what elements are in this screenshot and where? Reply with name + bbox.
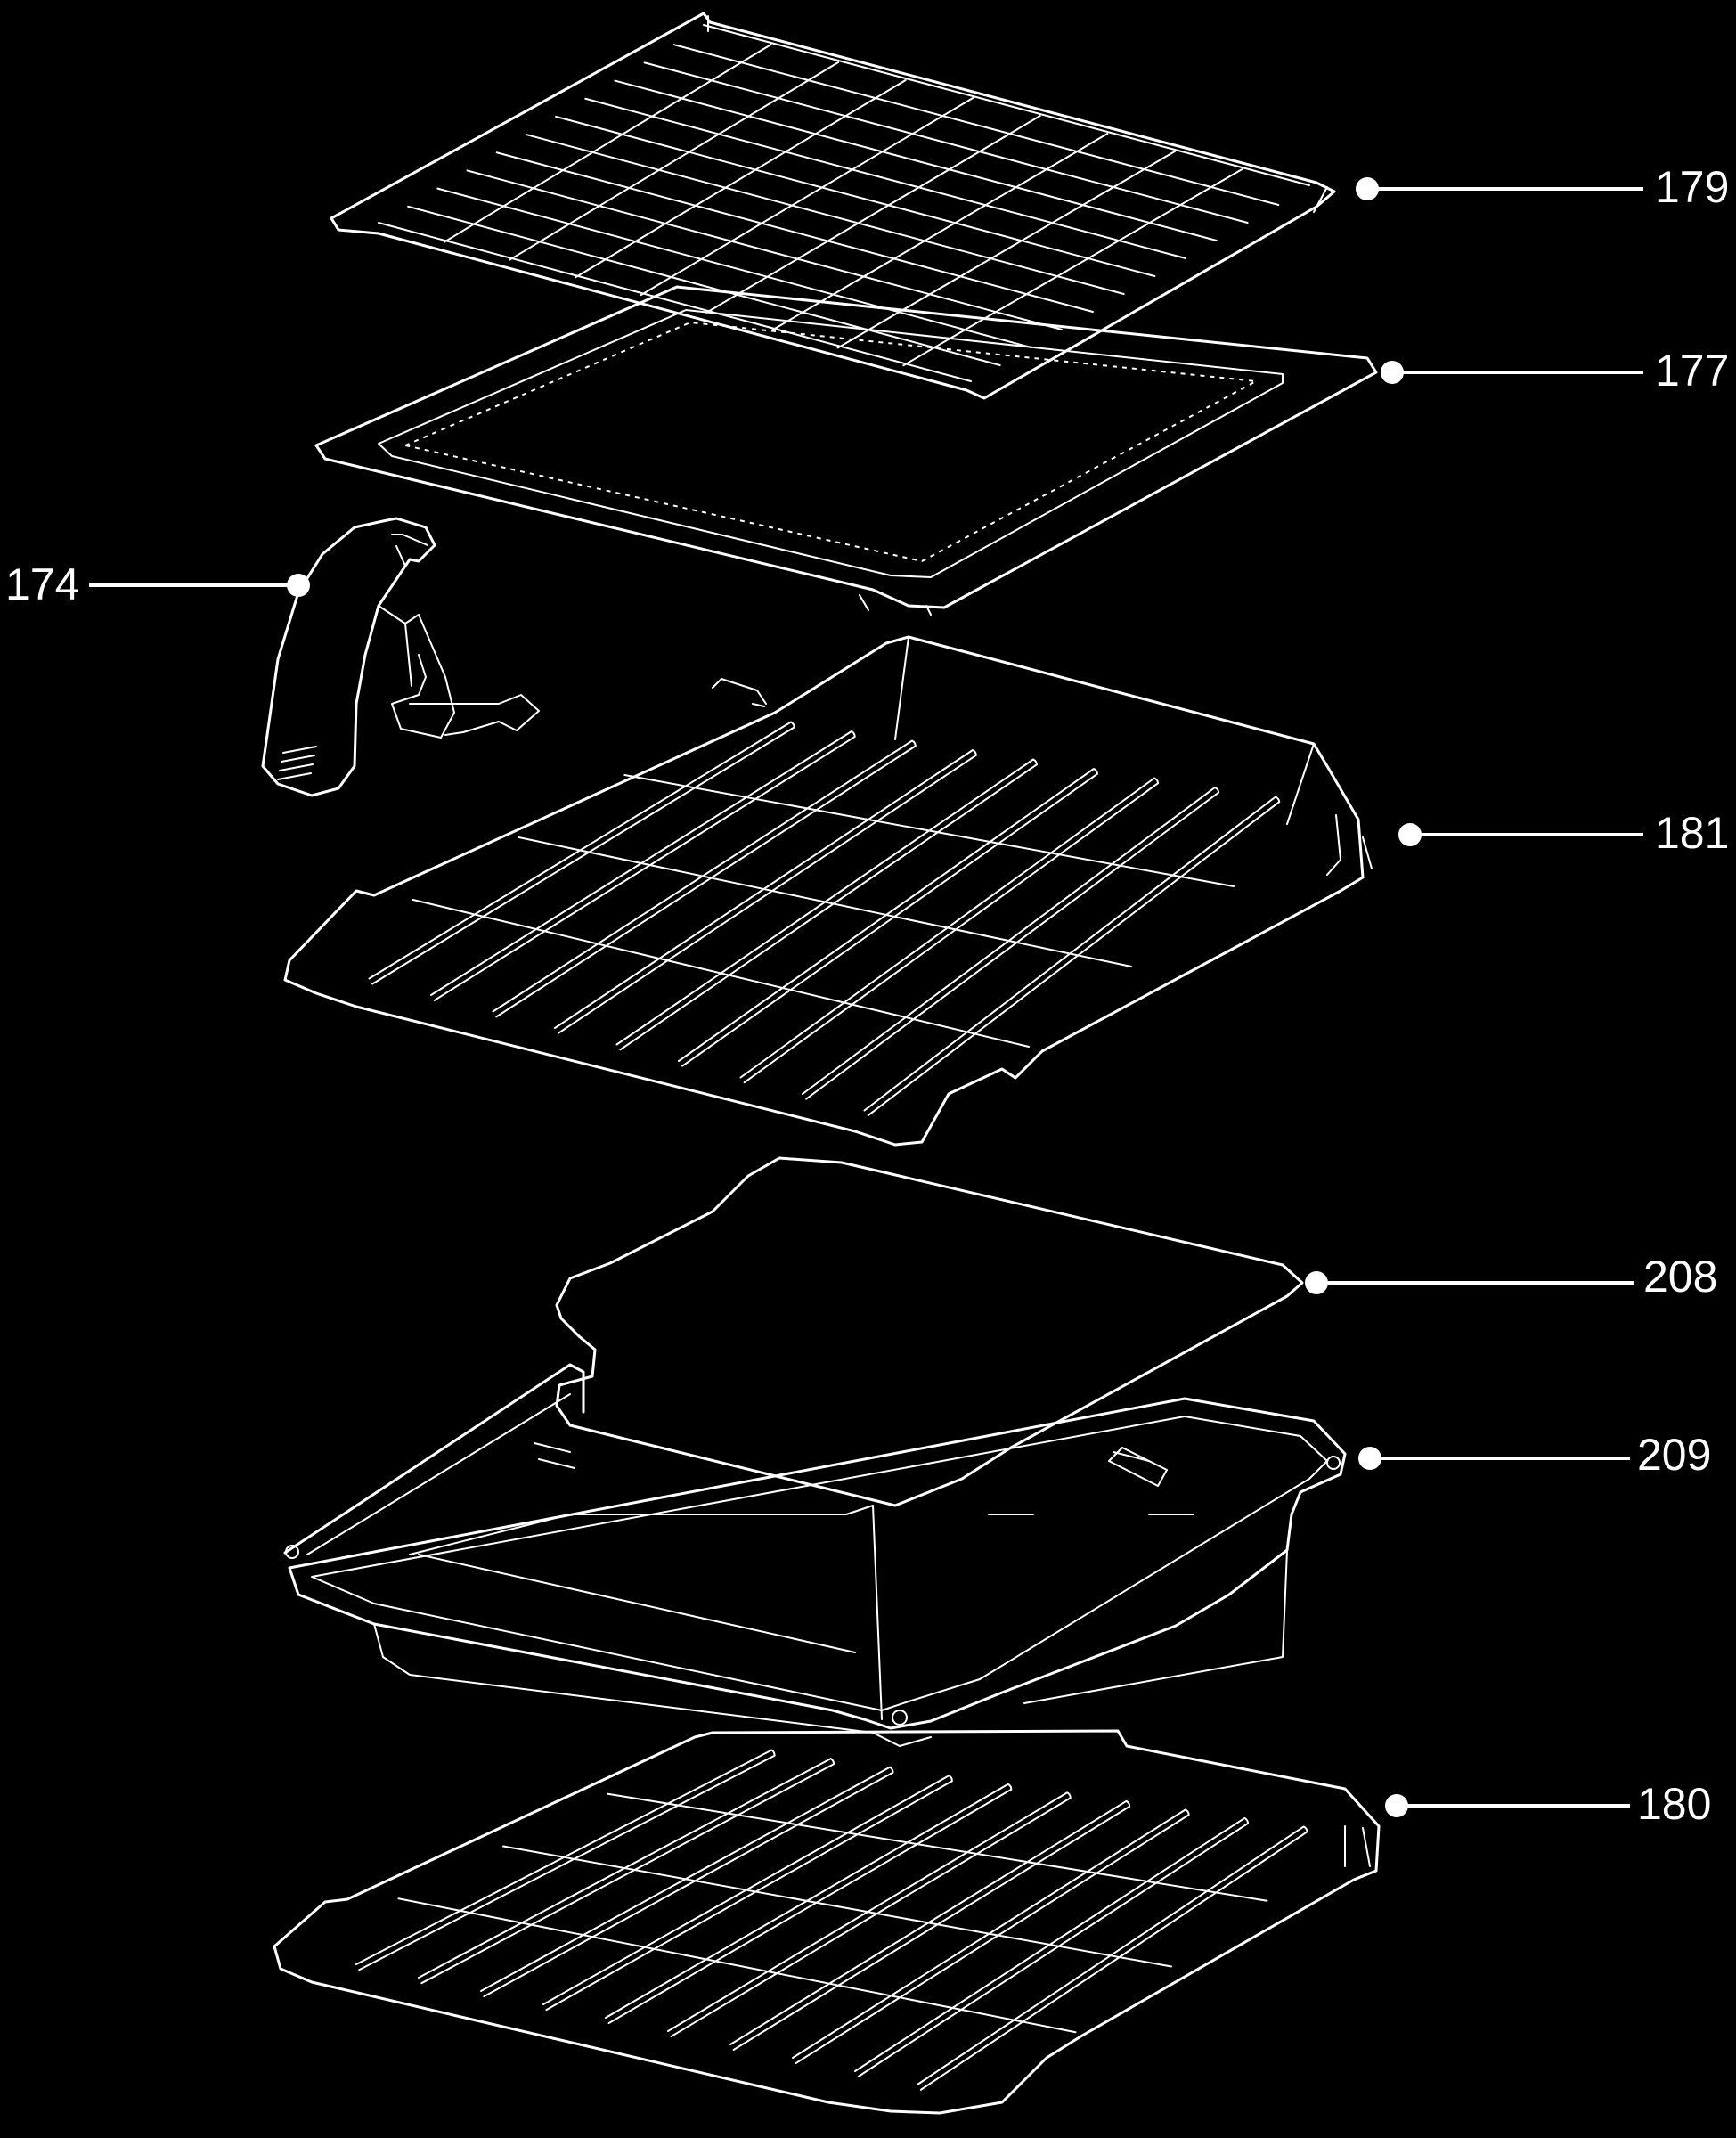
element-181-rod [678, 768, 1099, 1067]
shelf-179-wire [672, 44, 1280, 206]
part-208-cover-plate [555, 1156, 1304, 1507]
element-180-crossbar [397, 1897, 1077, 2034]
element-181-crossbar [518, 836, 1132, 967]
element-181-crossbar [623, 774, 1235, 887]
shelf-179-wire [443, 44, 772, 243]
element-181-crossbar [412, 899, 1030, 1048]
shelf-179-wire [436, 187, 1032, 348]
shelf-179-wire [466, 169, 1064, 330]
shelf-179-wire [640, 97, 974, 297]
callout-179-label: 179 [1655, 162, 1729, 212]
part-181-grill-element [283, 635, 1373, 1147]
shelf-179-wire [407, 205, 1001, 366]
part-209-drip-pan [283, 1363, 1347, 1747]
element-180-rod [480, 1766, 894, 1998]
shelf-179-wire [584, 97, 1187, 259]
shelf-179-wire [705, 115, 1041, 314]
callout-208: 208 [1305, 1252, 1717, 1302]
shelf-179-wire [575, 79, 907, 279]
element-180-rod [418, 1758, 835, 1985]
callout-208-label: 208 [1643, 1252, 1717, 1302]
element-180-rod [854, 1816, 1250, 2077]
element-181-rod [368, 721, 795, 985]
element-180-rod [792, 1808, 1190, 2064]
callout-174: 174 [5, 559, 310, 609]
element-181-rod [430, 730, 856, 1001]
shelf-179-wire [495, 151, 1094, 313]
element-180-rod [917, 1825, 1308, 2091]
callout-209: 209 [1358, 1430, 1711, 1480]
element-181-rod [739, 777, 1160, 1084]
shelf-179-wire [509, 61, 840, 261]
part-174-tray-handle [261, 517, 540, 797]
callout-209-label: 209 [1637, 1430, 1711, 1480]
callout-177: 177 [1381, 346, 1729, 396]
element-181-rod [554, 749, 977, 1034]
element-180-crossbar [607, 1792, 1268, 1902]
shelf-179-wire [902, 168, 1243, 367]
callout-179: 179 [1356, 162, 1729, 212]
callout-181: 181 [1398, 808, 1729, 858]
part-180-lower-element [273, 1729, 1381, 2115]
part-179-wire-shelf [330, 12, 1336, 400]
element-180-rod [355, 1749, 776, 1971]
element-180-rod [667, 1791, 1072, 2038]
callout-181-label: 181 [1655, 808, 1729, 858]
element-181-rod [615, 758, 1038, 1051]
shelf-179-wire [771, 133, 1109, 331]
callout-177-label: 177 [1655, 346, 1729, 396]
callout-174-label: 174 [5, 559, 79, 609]
element-180-rod [729, 1799, 1131, 2051]
shelf-179-wire [555, 115, 1156, 277]
element-180-rod [605, 1783, 1013, 2025]
element-180-rod [542, 1775, 953, 2012]
callout-180: 180 [1385, 1779, 1711, 1829]
element-181-rod [863, 796, 1281, 1117]
part-177-baking-tray [314, 285, 1378, 616]
element-180-crossbar [502, 1845, 1172, 1968]
element-181-rod [492, 739, 917, 1018]
callout-180-label: 180 [1637, 1779, 1711, 1829]
shelf-179-wire [836, 151, 1176, 349]
shelf-179-wire [614, 79, 1218, 241]
element-181-rod [802, 787, 1220, 1100]
shelf-179-wire [643, 61, 1249, 224]
shelf-179-wire [525, 134, 1125, 295]
